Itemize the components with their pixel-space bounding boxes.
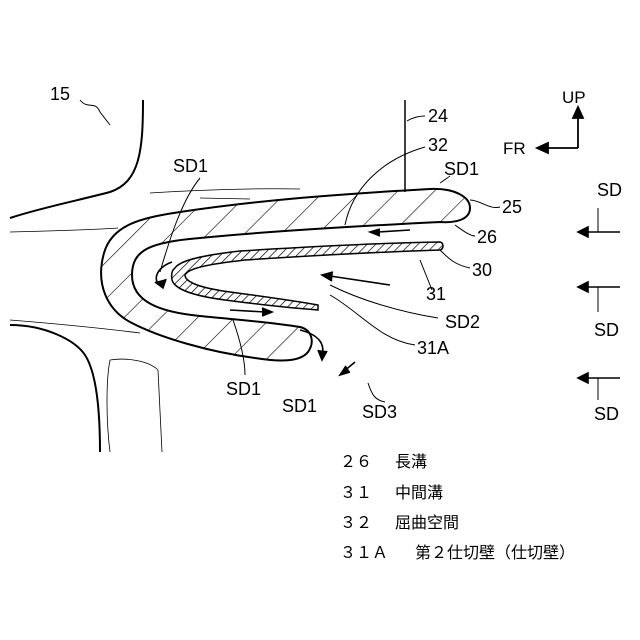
label-sd2: SD2 bbox=[445, 312, 480, 332]
legend-num-3: ３２ bbox=[340, 513, 372, 532]
compass bbox=[537, 107, 583, 153]
partition-wall-31a bbox=[172, 242, 443, 310]
label-sd3: SD3 bbox=[362, 402, 397, 422]
label-26: 26 bbox=[477, 227, 497, 247]
label-sd-right-1: SD bbox=[597, 180, 622, 200]
label-sd1-top-left: SD1 bbox=[173, 156, 208, 176]
label-24: 24 bbox=[428, 106, 448, 126]
legend-text-1: 長溝 bbox=[395, 452, 427, 471]
legend-num-2: ３１ bbox=[340, 483, 372, 502]
legend-text-2: 中間溝 bbox=[395, 483, 443, 502]
label-30: 30 bbox=[472, 260, 492, 280]
label-sd-right-3: SD bbox=[594, 404, 619, 424]
label-31a: 31A bbox=[417, 338, 449, 358]
compass-up-label: UP bbox=[562, 88, 586, 107]
label-25: 25 bbox=[502, 197, 522, 217]
label-32: 32 bbox=[428, 135, 448, 155]
legend-num-1: ２６ bbox=[340, 452, 372, 471]
label-sd1-bottom: SD1 bbox=[282, 396, 317, 416]
label-sd-right-2: SD bbox=[594, 320, 619, 340]
legend-text-4: 第２仕切壁（仕切壁） bbox=[415, 543, 575, 562]
label-31: 31 bbox=[426, 284, 446, 304]
label-15: 15 bbox=[50, 84, 70, 104]
label-sd1-bottom-left: SD1 bbox=[226, 379, 261, 399]
legend-num-4: ３１Ａ bbox=[340, 543, 388, 562]
incoming-arrows bbox=[578, 208, 620, 400]
compass-fr-label: FR bbox=[503, 139, 526, 158]
label-sd1-top-right: SD1 bbox=[444, 159, 479, 179]
legend-text-3: 屈曲空間 bbox=[395, 513, 459, 532]
legend: ２６ 長溝 ３１ 中間溝 ３２ 屈曲空間 ３１Ａ 第２仕切壁（仕切壁） bbox=[340, 452, 575, 562]
